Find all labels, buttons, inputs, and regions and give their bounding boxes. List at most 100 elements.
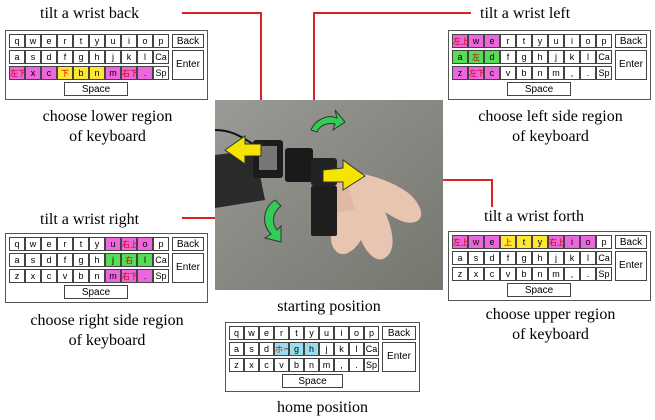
key-s[interactable]: s <box>468 251 484 265</box>
key-comma[interactable]: , <box>564 267 580 281</box>
key-y[interactable]: y <box>89 34 105 48</box>
key-sp[interactable]: Sp <box>596 267 612 281</box>
key-x[interactable]: x <box>25 269 41 283</box>
key-h[interactable]: h <box>532 50 548 64</box>
key-v[interactable]: 下 <box>57 66 73 80</box>
key-c[interactable]: c <box>41 269 57 283</box>
key-m[interactable]: m <box>105 269 121 283</box>
key-a[interactable]: a <box>9 50 25 64</box>
key-z[interactable]: z <box>229 358 244 372</box>
key-u[interactable]: u <box>105 34 121 48</box>
key-s[interactable]: s <box>25 253 41 267</box>
key-g[interactable]: g <box>73 50 89 64</box>
key-x[interactable]: x <box>244 358 259 372</box>
key-comma[interactable]: 右下 <box>121 66 137 80</box>
key-k[interactable]: 右 <box>121 253 137 267</box>
key-a[interactable]: a <box>452 251 468 265</box>
key-o[interactable]: o <box>580 235 596 249</box>
key-period[interactable]: . <box>137 66 153 80</box>
key-ca[interactable]: Ca <box>153 50 169 64</box>
key-period[interactable]: . <box>137 269 153 283</box>
key-q[interactable]: q <box>9 237 25 251</box>
key-n[interactable]: n <box>304 358 319 372</box>
key-q[interactable]: 左上 <box>452 235 468 249</box>
key-g[interactable]: g <box>516 251 532 265</box>
key-t[interactable]: t <box>73 34 89 48</box>
key-r[interactable]: r <box>57 237 73 251</box>
key-m[interactable]: m <box>548 66 564 80</box>
key-v[interactable]: v <box>57 269 73 283</box>
key-back[interactable]: Back <box>172 237 204 251</box>
key-ca[interactable]: Ca <box>596 251 612 265</box>
key-a[interactable]: a <box>229 342 244 356</box>
key-g[interactable]: g <box>516 50 532 64</box>
key-y[interactable]: y <box>89 237 105 251</box>
key-u[interactable]: 右上 <box>548 235 564 249</box>
key-e[interactable]: e <box>41 34 57 48</box>
key-e[interactable]: e <box>259 326 274 340</box>
key-z[interactable]: z <box>452 267 468 281</box>
key-b[interactable]: b <box>516 66 532 80</box>
key-z[interactable]: 左下 <box>9 66 25 80</box>
key-i[interactable]: 右上 <box>121 237 137 251</box>
key-s[interactable]: 左 <box>468 50 484 64</box>
key-sp[interactable]: Sp <box>596 66 612 80</box>
key-v[interactable]: v <box>500 267 516 281</box>
key-comma[interactable]: , <box>564 66 580 80</box>
key-period[interactable]: . <box>580 267 596 281</box>
key-d[interactable]: d <box>259 342 274 356</box>
key-space[interactable]: Space <box>64 285 128 299</box>
key-k[interactable]: k <box>121 50 137 64</box>
key-d[interactable]: d <box>41 50 57 64</box>
key-space[interactable]: Space <box>507 82 571 96</box>
key-f[interactable]: ホームポジション <box>274 342 289 356</box>
key-m[interactable]: m <box>319 358 334 372</box>
key-g[interactable]: g <box>289 342 304 356</box>
key-sp[interactable]: Sp <box>153 66 169 80</box>
key-n[interactable]: n <box>532 267 548 281</box>
key-z[interactable]: z <box>452 66 468 80</box>
key-ca[interactable]: Ca <box>153 253 169 267</box>
key-period[interactable]: . <box>349 358 364 372</box>
key-s[interactable]: s <box>25 50 41 64</box>
key-l[interactable]: l <box>349 342 364 356</box>
key-enter[interactable]: Enter <box>172 50 204 80</box>
key-u[interactable]: u <box>105 237 121 251</box>
key-t[interactable]: t <box>289 326 304 340</box>
key-b[interactable]: b <box>73 269 89 283</box>
key-enter[interactable]: Enter <box>172 253 204 283</box>
key-space[interactable]: Space <box>507 283 571 297</box>
key-c[interactable]: c <box>41 66 57 80</box>
key-comma[interactable]: , <box>334 358 349 372</box>
key-j[interactable]: j <box>105 50 121 64</box>
key-l[interactable]: l <box>580 50 596 64</box>
key-h[interactable]: h <box>89 253 105 267</box>
key-o[interactable]: o <box>137 237 153 251</box>
key-p[interactable]: p <box>153 237 169 251</box>
key-a[interactable]: a <box>9 253 25 267</box>
key-j[interactable]: j <box>319 342 334 356</box>
key-back[interactable]: Back <box>172 34 204 48</box>
key-b[interactable]: b <box>73 66 89 80</box>
key-w[interactable]: w <box>244 326 259 340</box>
key-back[interactable]: Back <box>615 235 647 249</box>
key-x[interactable]: x <box>468 267 484 281</box>
key-v[interactable]: v <box>274 358 289 372</box>
key-r[interactable]: 上 <box>500 235 516 249</box>
key-d[interactable]: d <box>484 251 500 265</box>
key-a[interactable]: a <box>452 50 468 64</box>
key-q[interactable]: q <box>229 326 244 340</box>
key-u[interactable]: u <box>319 326 334 340</box>
key-d[interactable]: d <box>41 253 57 267</box>
key-p[interactable]: p <box>596 34 612 48</box>
key-enter[interactable]: Enter <box>615 251 647 281</box>
key-e[interactable]: e <box>484 34 500 48</box>
key-f[interactable]: f <box>500 251 516 265</box>
key-q[interactable]: 左上 <box>452 34 468 48</box>
key-w[interactable]: w <box>25 34 41 48</box>
key-k[interactable]: k <box>564 251 580 265</box>
key-g[interactable]: g <box>73 253 89 267</box>
key-back[interactable]: Back <box>615 34 647 48</box>
key-b[interactable]: b <box>516 267 532 281</box>
key-e[interactable]: e <box>41 237 57 251</box>
